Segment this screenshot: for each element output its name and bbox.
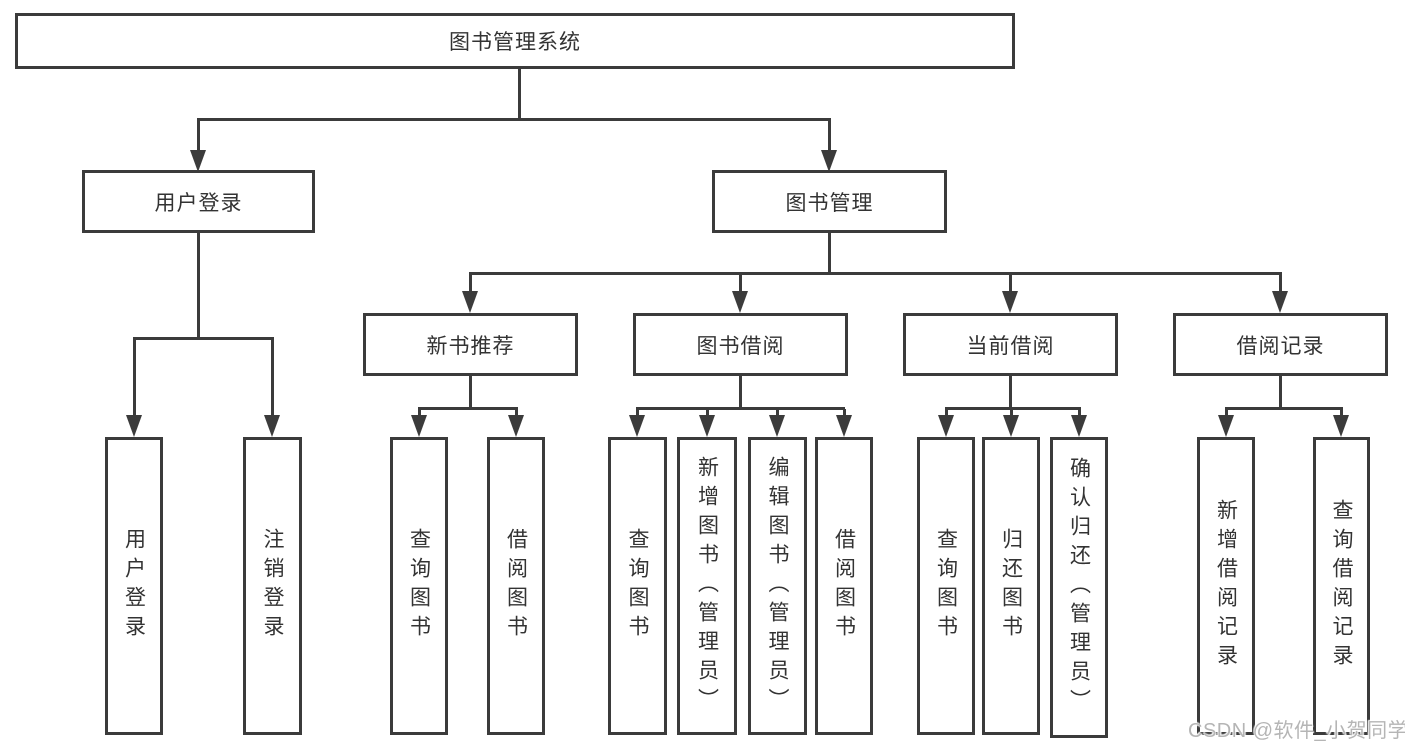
arrow-down-icon: [938, 415, 954, 437]
node-label: 图书借阅: [696, 334, 785, 358]
node-book-borrowing: 图书借阅: [633, 313, 848, 376]
node-borrowing-records: 借阅记录: [1173, 313, 1388, 376]
node-label: 图书管理: [785, 191, 874, 215]
node-bb-edit-books-admin: 编辑图书（管理员）: [748, 437, 807, 735]
node-label: 当前借阅: [966, 334, 1055, 358]
connector-drop-branch: [739, 274, 742, 293]
node-book-management: 图书管理: [712, 170, 947, 233]
node-new-book-recommendation: 新书推荐: [363, 313, 578, 376]
node-label: 图书管理系统: [449, 31, 581, 54]
node-nbr-borrow-books: 借阅图书: [487, 437, 545, 735]
connector-split: [945, 407, 1081, 410]
connector-drop-leaf: [945, 409, 948, 417]
node-label: 归还图书: [999, 528, 1023, 644]
arrow-down-icon: [1218, 415, 1234, 437]
arrow-down-icon: [190, 150, 206, 172]
arrow-down-icon: [821, 150, 837, 172]
arrow-down-icon: [1272, 291, 1288, 313]
connector-user-login-split: [133, 337, 274, 340]
arrow-down-icon: [629, 415, 645, 437]
node-label: 新书推荐: [426, 334, 515, 358]
node-current-borrowing: 当前借阅: [903, 313, 1118, 376]
node-label: 借阅图书: [504, 528, 528, 644]
connector-root-split: [197, 118, 831, 121]
arrow-down-icon: [1002, 291, 1018, 313]
node-nbr-query-books: 查询图书: [390, 437, 448, 735]
node-label: 编辑图书（管理员）: [766, 455, 789, 717]
connector-drop-leaf: [1078, 409, 1081, 417]
connector-root-stem: [518, 66, 521, 120]
connector-drop-leaf: [636, 409, 639, 417]
node-library-management-system: 图书管理系统: [15, 13, 1015, 69]
node-cb-confirm-return-admin: 确认归还（管理员）: [1050, 437, 1108, 738]
connector-stem: [1279, 374, 1282, 409]
node-label: 新增图书（管理员）: [695, 455, 719, 717]
arrow-down-icon: [126, 415, 142, 437]
connector-drop-leaf: [1340, 409, 1343, 417]
connector-drop-leaf: [776, 409, 779, 417]
arrow-down-icon: [1003, 415, 1019, 437]
arrow-down-icon: [264, 415, 280, 437]
connector-split: [418, 407, 518, 410]
connector-user-login-stem: [197, 230, 200, 339]
node-user-login: 用户登录: [82, 170, 315, 233]
connector-drop-leaf: [706, 409, 709, 417]
node-label: 查询图书: [407, 528, 431, 644]
node-label: 借阅记录: [1236, 334, 1325, 358]
connector-drop-leaf: [1010, 409, 1013, 417]
connector-drop-book-management: [828, 120, 831, 152]
node-bb-borrow-books: 借阅图书: [815, 437, 873, 735]
connector-drop-leaf: [133, 339, 136, 419]
connector-split: [1225, 407, 1343, 410]
node-label: 查询图书: [626, 528, 649, 644]
node-label: 新增借阅记录: [1214, 499, 1238, 673]
connector-drop-leaf: [1225, 409, 1228, 417]
arrow-down-icon: [836, 415, 852, 437]
arrow-down-icon: [1071, 415, 1087, 437]
node-user-login-leaf: 用户登录: [105, 437, 163, 735]
connector-book-management-stem: [828, 230, 831, 274]
node-cb-query-books: 查询图书: [917, 437, 975, 735]
connector-stem: [739, 374, 742, 409]
connector-drop-branch: [1279, 274, 1282, 293]
connector-book-management-split: [469, 272, 1282, 275]
arrow-down-icon: [411, 415, 427, 437]
connector-drop-leaf: [271, 339, 274, 419]
node-label: 查询图书: [934, 528, 958, 644]
node-label: 用户登录: [154, 191, 243, 215]
node-br-add-borrow-record: 新增借阅记录: [1197, 437, 1255, 735]
node-logout-leaf: 注销登录: [243, 437, 302, 735]
arrow-down-icon: [769, 415, 785, 437]
node-label: 用户登录: [122, 528, 146, 644]
node-label: 借阅图书: [832, 528, 856, 644]
arrow-down-icon: [508, 415, 524, 437]
csdn-watermark: CSDN @软件_小贺同学: [1188, 720, 1405, 742]
arrow-down-icon: [462, 291, 478, 313]
arrow-down-icon: [699, 415, 715, 437]
node-br-query-borrow-record: 查询借阅记录: [1313, 437, 1370, 735]
connector-drop-leaf: [418, 409, 421, 417]
node-label: 查询借阅记录: [1330, 499, 1353, 673]
arrow-down-icon: [732, 291, 748, 313]
connector-split: [636, 407, 845, 410]
connector-drop-leaf: [515, 409, 518, 417]
arrow-down-icon: [1333, 415, 1349, 437]
node-cb-return-books: 归还图书: [982, 437, 1040, 735]
node-label: 注销登录: [261, 528, 284, 644]
connector-stem: [469, 374, 472, 409]
connector-stem: [1009, 374, 1012, 409]
node-bb-add-books-admin: 新增图书（管理员）: [677, 437, 737, 735]
node-label: 确认归还（管理员）: [1067, 457, 1091, 718]
connector-drop-branch: [469, 274, 472, 293]
connector-drop-branch: [1009, 274, 1012, 293]
connector-drop-leaf: [843, 409, 846, 417]
connector-drop-user-login: [197, 120, 200, 152]
node-bb-query-books: 查询图书: [608, 437, 667, 735]
